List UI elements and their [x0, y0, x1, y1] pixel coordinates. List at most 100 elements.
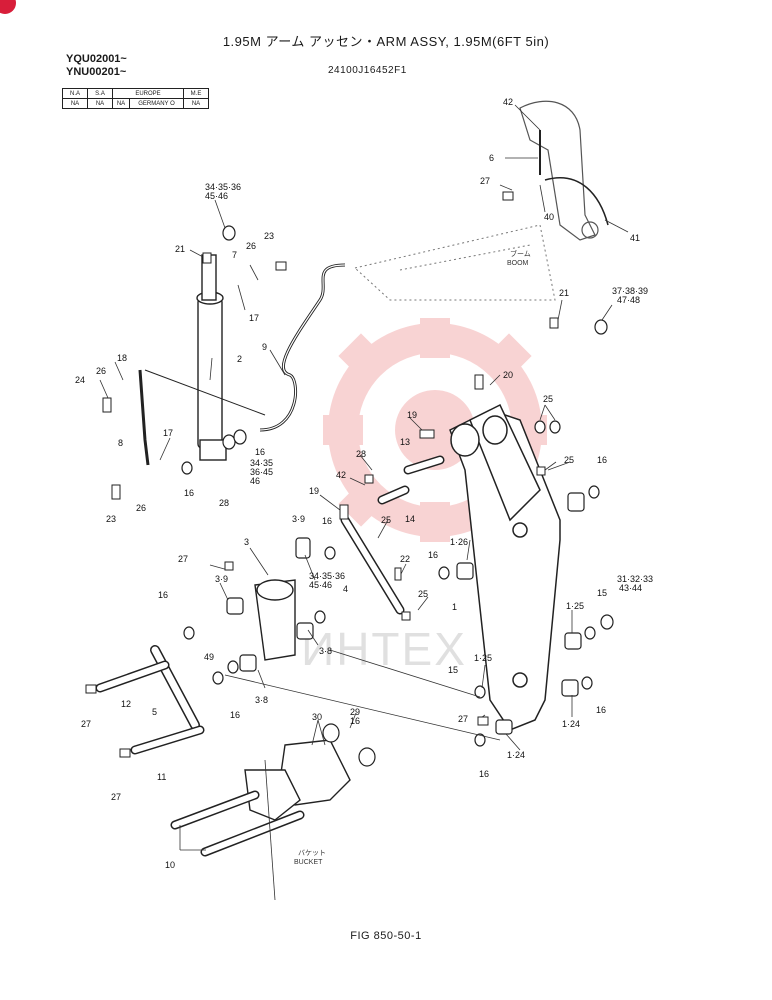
- callout: 42: [336, 470, 346, 480]
- callout: 14: [405, 514, 415, 524]
- callout: 25: [381, 515, 391, 525]
- callout: 1·24: [507, 750, 525, 760]
- callout: 30: [312, 712, 322, 722]
- callout: 17: [163, 428, 173, 438]
- callout: 23: [106, 514, 116, 524]
- callout: 20: [503, 370, 513, 380]
- callout: 3: [244, 537, 249, 547]
- callout: 26: [136, 503, 146, 513]
- callout: 26: [246, 241, 256, 251]
- callout: 47·48: [617, 295, 640, 305]
- callout: 16: [158, 590, 168, 600]
- callout: 27: [81, 719, 91, 729]
- hose-41: [544, 177, 609, 226]
- callout: 6: [489, 153, 494, 163]
- callout: 4: [343, 584, 348, 594]
- serial-range-1: YQU02001~: [66, 53, 127, 65]
- callout: 28: [219, 498, 229, 508]
- callout: 16: [596, 705, 606, 715]
- callout: 11: [157, 772, 166, 782]
- callout: 19: [407, 410, 417, 420]
- callout: 26: [96, 366, 106, 376]
- leader-lines: [99, 104, 629, 901]
- page-title: 1.95M アーム アッセン・ARM ASSY, 1.95M(6FT 5in): [222, 34, 550, 49]
- callout: 16: [428, 550, 438, 560]
- fasteners: [85, 191, 559, 758]
- boom-label: BOOM: [507, 260, 529, 267]
- callout: 9: [262, 342, 267, 352]
- callout: 29: [350, 707, 360, 717]
- callout: 15: [448, 665, 458, 675]
- callout: 25: [543, 394, 553, 404]
- callout: 37·38·39: [612, 286, 648, 296]
- callout: 17: [249, 313, 259, 323]
- callout: 42: [503, 97, 513, 107]
- callout: 28: [356, 449, 366, 459]
- callout: 43·44: [619, 583, 642, 593]
- bucket-label: BUCKET: [294, 859, 323, 866]
- callout: 27: [178, 554, 188, 564]
- callout: 12: [121, 699, 131, 709]
- callout: 3·9: [292, 514, 305, 524]
- callout: 3·9: [215, 574, 228, 584]
- callout: 1·25: [474, 653, 492, 663]
- callout: 1·24: [562, 719, 580, 729]
- callout: 40: [544, 212, 554, 222]
- callout: 10: [165, 860, 175, 870]
- callout: 3·8: [255, 695, 268, 705]
- callout: 24: [75, 375, 85, 385]
- boom-hose-bracket: [519, 100, 599, 241]
- figure-label: FIG 850-50-1: [350, 930, 422, 942]
- callout: 16: [184, 488, 194, 498]
- callout: 41: [630, 233, 640, 243]
- callout: 16: [230, 710, 240, 720]
- callout: 45·46: [205, 191, 228, 201]
- callout: 3·8: [319, 646, 332, 656]
- washers: [181, 225, 614, 767]
- callout: 1·26: [450, 537, 468, 547]
- corner-badge: [0, 0, 16, 14]
- callout: 19: [309, 486, 319, 496]
- callout: 31·32·33: [617, 574, 653, 584]
- callout: 23: [264, 231, 274, 241]
- callout: 27: [111, 792, 121, 802]
- callout: 15: [597, 588, 607, 598]
- callout: 16: [479, 769, 489, 779]
- callout: 27: [458, 714, 468, 724]
- callout: 18: [117, 353, 127, 363]
- callout: 16: [350, 716, 360, 726]
- callout: 49: [204, 652, 214, 662]
- rod-8: [138, 369, 150, 466]
- bucket-jp-label: バケット: [298, 849, 326, 857]
- callout: 46: [250, 476, 260, 486]
- callout: 16: [322, 516, 332, 526]
- serial-range-2: YNU00201~: [66, 66, 127, 78]
- region-table: N.A S.A EUROPE M.E NA NA NA GERMANY O NA: [62, 88, 209, 109]
- callout: 2: [237, 354, 242, 364]
- callout: 8: [118, 438, 123, 448]
- arm-body: [449, 403, 561, 731]
- callout: 1·25: [566, 601, 584, 611]
- callout: 22: [400, 554, 410, 564]
- callout: 1: [452, 602, 457, 612]
- bucket-link: [244, 739, 351, 821]
- callout: 13: [400, 437, 410, 447]
- callout: 34·35: [250, 458, 273, 468]
- link-3: [254, 579, 296, 661]
- callout-labels: 42 6 27 40 41 34·35·36 45·46 21 23 26 7 …: [75, 97, 653, 870]
- boom-jp-label: ブーム: [510, 249, 531, 258]
- region-value: NA: [183, 98, 209, 109]
- arm-cylinder: [196, 254, 227, 461]
- assembly-part-number: 24100J16452F1: [328, 65, 407, 76]
- region-table-value-row: NA NA NA GERMANY O NA: [62, 98, 209, 109]
- callout: 16: [597, 455, 607, 465]
- boom-outline: [353, 224, 556, 301]
- callout: 5: [152, 707, 157, 717]
- callout: 27: [480, 176, 490, 186]
- callout: 34·35·36: [309, 571, 345, 581]
- callout: 25: [564, 455, 574, 465]
- callout: 21: [559, 288, 569, 298]
- callout: 7: [232, 250, 237, 260]
- callout: 21: [175, 244, 185, 254]
